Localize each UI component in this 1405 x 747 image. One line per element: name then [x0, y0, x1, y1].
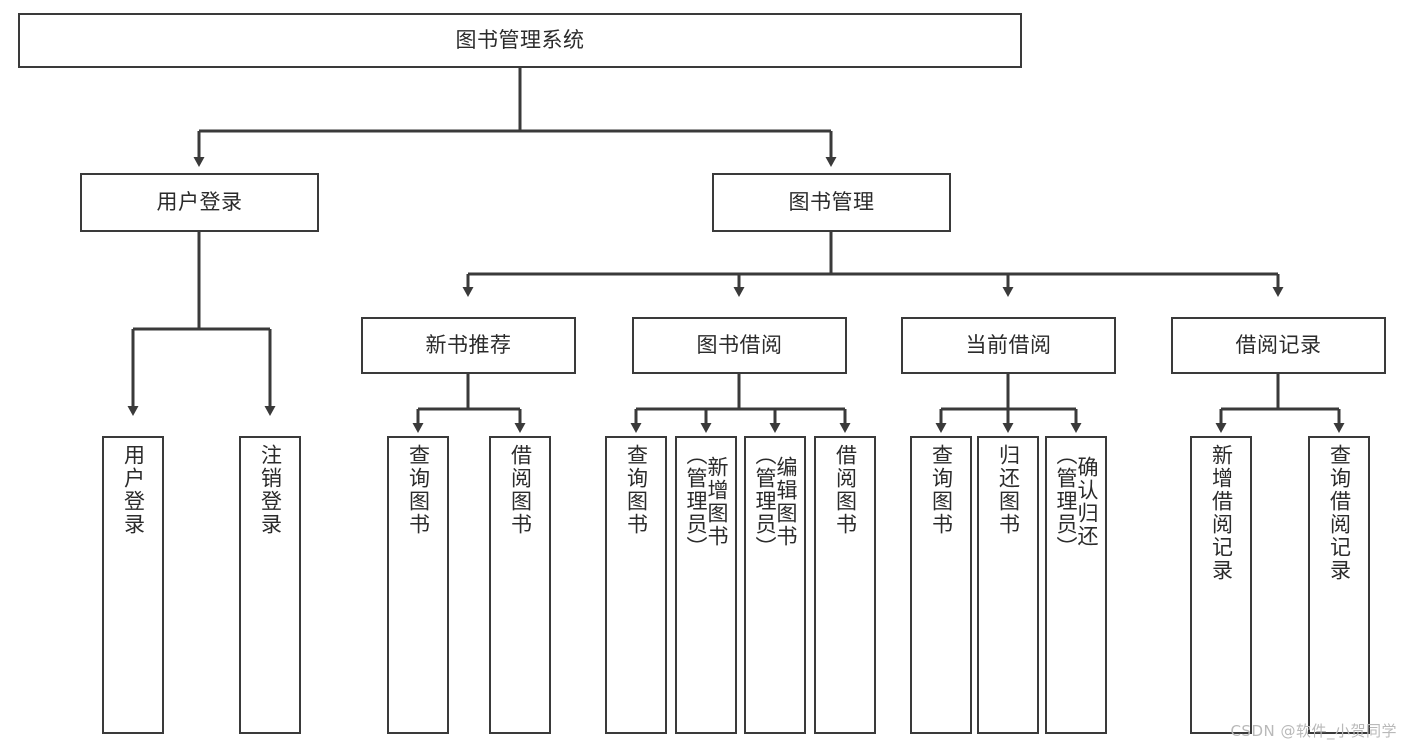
- leaf-query-book-recommend[interactable]: 查询图书: [387, 436, 449, 734]
- node-root[interactable]: 图书管理系统: [18, 13, 1022, 68]
- leaf-edit-book-admin[interactable]: 编辑图书 （管理员）: [744, 436, 806, 734]
- leaf-query-borrow-record-label: 查询借阅记录: [1327, 444, 1352, 582]
- leaf-logout[interactable]: 注销登录: [239, 436, 301, 734]
- node-current-borrow[interactable]: 当前借阅: [901, 317, 1116, 374]
- node-current-borrow-label: 当前借阅: [965, 333, 1052, 358]
- node-root-label: 图书管理系统: [455, 28, 585, 53]
- watermark: CSDN @软件_小贺同学: [1230, 722, 1397, 740]
- node-new-book-recommend[interactable]: 新书推荐: [361, 317, 576, 374]
- leaf-query-borrow-record[interactable]: 查询借阅记录: [1308, 436, 1370, 734]
- node-book-management[interactable]: 图书管理: [712, 173, 951, 232]
- leaf-edit-book-admin-label: 编辑图书 （管理员）: [753, 444, 798, 559]
- leaf-add-borrow-record[interactable]: 新增借阅记录: [1190, 436, 1252, 734]
- leaf-return-book[interactable]: 归还图书: [977, 436, 1039, 734]
- leaf-add-book-admin[interactable]: 新增图书 （管理员）: [675, 436, 737, 734]
- leaf-user-login[interactable]: 用户登录: [102, 436, 164, 734]
- leaf-query-book-current[interactable]: 查询图书: [910, 436, 972, 734]
- leaf-borrow-book-recommend-label: 借阅图书: [508, 444, 533, 536]
- node-user-login[interactable]: 用户登录: [80, 173, 319, 232]
- leaf-query-book-borrow[interactable]: 查询图书: [605, 436, 667, 734]
- leaf-add-book-admin-label: 新增图书 （管理员）: [684, 444, 729, 559]
- leaf-logout-label: 注销登录: [258, 444, 283, 536]
- node-book-management-label: 图书管理: [788, 190, 875, 215]
- leaf-borrow-book-recommend[interactable]: 借阅图书: [489, 436, 551, 734]
- node-borrow-records-label: 借阅记录: [1235, 333, 1322, 358]
- leaf-query-book-recommend-label: 查询图书: [406, 444, 431, 536]
- node-user-login-label: 用户登录: [156, 190, 243, 215]
- leaf-user-login-label: 用户登录: [121, 444, 146, 536]
- leaf-query-book-borrow-label: 查询图书: [624, 444, 649, 536]
- leaf-query-book-current-label: 查询图书: [929, 444, 954, 536]
- leaf-return-book-label: 归还图书: [996, 444, 1021, 536]
- node-book-borrow-label: 图书借阅: [696, 333, 783, 358]
- leaf-add-borrow-record-label: 新增借阅记录: [1209, 444, 1234, 582]
- node-new-book-recommend-label: 新书推荐: [425, 333, 512, 358]
- node-borrow-records[interactable]: 借阅记录: [1171, 317, 1386, 374]
- leaf-borrow-book-label: 借阅图书: [833, 444, 858, 536]
- leaf-confirm-return-admin[interactable]: 确认归还 （管理员）: [1045, 436, 1107, 734]
- leaf-borrow-book[interactable]: 借阅图书: [814, 436, 876, 734]
- node-book-borrow[interactable]: 图书借阅: [632, 317, 847, 374]
- leaf-confirm-return-admin-label: 确认归还 （管理员）: [1054, 444, 1099, 559]
